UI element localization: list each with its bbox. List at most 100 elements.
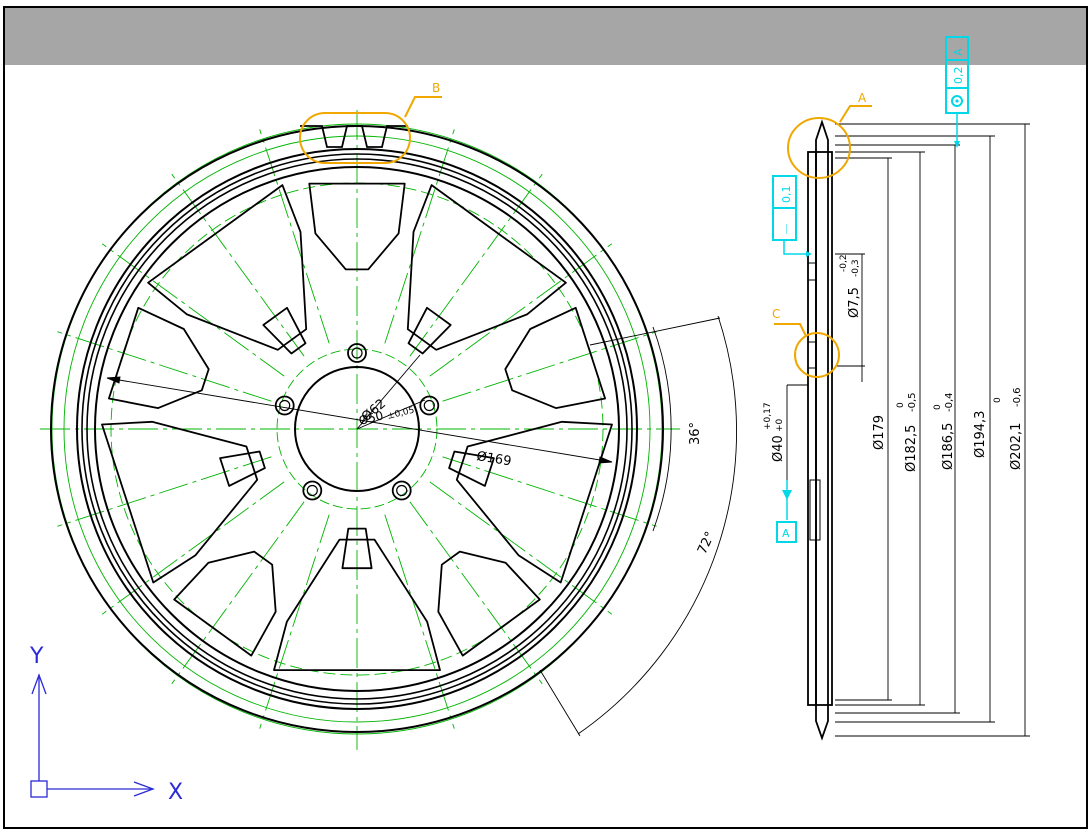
window-small [448, 450, 495, 487]
window-large [101, 420, 259, 584]
bolt-hole-outer [347, 343, 367, 363]
bolt-hole-outer [274, 395, 295, 416]
dim-text-194: Ø194,3 [973, 411, 988, 458]
side-dimensions [835, 123, 1030, 737]
callout-a-label: A [858, 91, 867, 105]
dim-text-186-tol-upper: 0 [933, 404, 943, 410]
radial-centerlines [57, 129, 657, 729]
gdt-position-value: 0,2 [952, 67, 965, 85]
rim-tip-profile [815, 119, 829, 741]
dim-text-bore-tol-lower: +0 [775, 418, 785, 432]
hole-section-2 [807, 341, 817, 369]
radial-centerline [57, 456, 272, 527]
rim-ring-3 [86, 158, 628, 700]
dim-text-bore: Ø40 [771, 435, 786, 462]
callout-a-leader [839, 105, 872, 123]
callout-a: A [787, 91, 872, 179]
dim-text-d169: Ø169 [475, 449, 512, 469]
radial-centerline [384, 514, 455, 729]
bolt-holes [274, 343, 440, 501]
ang-arc-72 [577, 315, 737, 735]
bolt-hole-inner [306, 484, 318, 497]
ang-extension-1 [589, 317, 721, 346]
gdt-position-frame: 0,2 A [945, 36, 969, 148]
gdt-position-datum: A [952, 48, 965, 56]
ucs-icon [30, 673, 155, 798]
dim-text-bore-tol-upper: +0,17 [763, 402, 773, 430]
hole-section-1 [807, 262, 817, 281]
radial-centerline [171, 173, 305, 357]
rim-ring-1 [76, 148, 638, 710]
dim-text-182-tol-lower: -0,5 [907, 392, 918, 412]
radial-centerline [442, 456, 657, 527]
ucs-y-label: Y [29, 644, 44, 669]
callout-b: B [299, 81, 442, 164]
dim-text-d50: Ø50 [357, 408, 384, 428]
ang-extension-2 [539, 669, 581, 737]
radial-centerline [259, 514, 330, 729]
position-symbol-icon [951, 95, 963, 107]
radial-centerline [259, 129, 330, 344]
window-small [219, 450, 266, 487]
spoke-windows [101, 182, 613, 671]
dim-text-202: Ø202,1 [1009, 423, 1024, 470]
window-large [273, 538, 441, 671]
window-outer [504, 306, 606, 410]
notch-profile [300, 125, 408, 148]
dim-text-179: Ø179 [872, 415, 887, 450]
ang-text-36: 36° [688, 422, 703, 445]
bolt-circle [276, 348, 438, 510]
callout-c-outline [794, 332, 840, 378]
rim-ring-2 [81, 153, 633, 705]
dim-text-202-tol-lower: -0,6 [1012, 387, 1023, 407]
dim-text-hole-tol-upper: -0,2 [839, 254, 849, 272]
bolt-hole-inner [351, 347, 363, 359]
side-view: Ø202,1 0 -0,6 Ø194,3 Ø186,5 0 -0,4 Ø182,… [763, 36, 1030, 741]
radial-centerline [101, 243, 285, 377]
radial-centerline [101, 481, 285, 615]
ucs-x-label: X [168, 780, 183, 805]
radial-centerline [442, 331, 657, 402]
rim-inner [94, 166, 620, 692]
bolt-hole-inner [423, 399, 435, 412]
window-large [406, 184, 567, 351]
bolt-hole-outer [302, 480, 323, 501]
pitch-circle-2 [63, 135, 651, 723]
gdt-flatness-symbol: ⏤ [779, 223, 794, 234]
window-outer [308, 182, 406, 271]
title-bar [4, 7, 1087, 65]
radial-centerline [429, 481, 613, 615]
dim-text-hole: Ø7,5 [847, 287, 862, 318]
window-small [262, 306, 307, 355]
ang-arc-36 [652, 326, 672, 532]
hub-section [809, 479, 821, 541]
dim-text-186-tol-lower: -0,4 [944, 392, 955, 412]
gdt-flatness-value: 0,1 [780, 186, 793, 204]
side-profile [807, 119, 833, 741]
dim-text-hole-tol-lower: -0,3 [851, 259, 861, 277]
disc-body [807, 151, 833, 706]
bolt-hole-inner [396, 484, 408, 497]
dim-text-182: Ø182,5 [904, 425, 919, 472]
bolt-hole-inner [279, 399, 291, 412]
center-bore [294, 366, 420, 492]
callout-c: C [772, 307, 840, 378]
radial-centerline [57, 331, 272, 402]
dim-text-182-tol-upper: 0 [896, 402, 906, 408]
radial-centerline [384, 129, 455, 344]
bolt-hole-outer [391, 480, 412, 501]
callout-b-leader [404, 96, 442, 118]
radial-centerline [409, 173, 543, 357]
dim-text-186: Ø186,5 [941, 423, 956, 470]
window-outer [108, 306, 210, 410]
window-outer [173, 550, 277, 657]
dim-line-d169 [106, 377, 613, 463]
window-large [455, 420, 613, 584]
dim-text-202-tol-upper: 0 [993, 397, 1003, 403]
radial-centerline [429, 243, 613, 377]
radial-centerline [171, 501, 305, 685]
window-small [341, 527, 373, 570]
dim-line-d62 [356, 354, 421, 430]
